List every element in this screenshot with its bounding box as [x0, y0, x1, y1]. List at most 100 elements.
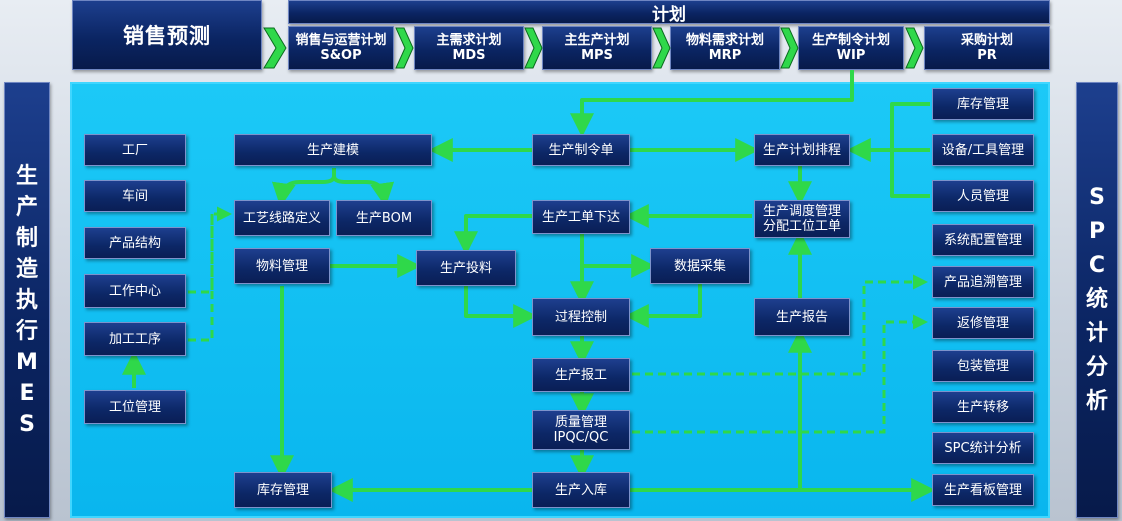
node-label: 生产建模 [306, 142, 359, 158]
node-production-modeling[interactable]: 生产建模 [234, 134, 432, 166]
plan-step-label: 物料需求计划 [685, 33, 764, 48]
node-routing-definition[interactable]: 工艺线路定义 [234, 200, 330, 236]
module-factory[interactable]: 工厂 [84, 134, 186, 166]
module-label: 人员管理 [956, 188, 1009, 204]
module-production-transfer[interactable]: 生产转移 [932, 391, 1034, 423]
plan-step-code: S&OP [320, 48, 362, 63]
module-label: 生产转移 [956, 399, 1009, 415]
chevron-right-icon [524, 27, 543, 69]
side-char: 计 [1085, 321, 1108, 346]
node-dispatch-management[interactable]: 生产调度管理 分配工位工单 [754, 200, 850, 238]
module-label: 设备/工具管理 [941, 142, 1025, 158]
module-production-kanban[interactable]: 生产看板管理 [932, 474, 1034, 506]
node-label: 工艺线路定义 [242, 210, 321, 226]
module-label: 加工工序 [108, 331, 161, 347]
plan-step-mps: 主生产计划 MPS [542, 26, 652, 70]
module-label: 产品结构 [108, 235, 161, 251]
module-label: 工厂 [121, 142, 148, 158]
node-material-management[interactable]: 物料管理 [234, 248, 330, 284]
chevron-right-icon [395, 27, 414, 69]
side-char: 产 [15, 194, 38, 220]
module-product-trace[interactable]: 产品追溯管理 [932, 266, 1034, 298]
node-production-feeding[interactable]: 生产投料 [416, 250, 516, 286]
node-label: 生产工单下达 [541, 209, 620, 225]
module-label: 系统配置管理 [943, 232, 1022, 248]
node-label: IPQC/QC [553, 430, 609, 445]
side-char: 造 [15, 256, 38, 282]
node-quality-management[interactable]: 质量管理 IPQC/QC [532, 410, 630, 450]
side-char: 分 [1085, 355, 1108, 380]
side-char: 制 [15, 225, 38, 251]
module-label: SPC统计分析 [944, 440, 1022, 456]
node-data-collection[interactable]: 数据采集 [650, 248, 750, 284]
side-char: S [19, 411, 35, 437]
node-label: 数据采集 [673, 258, 726, 274]
node-work-order-release[interactable]: 生产工单下达 [532, 200, 630, 234]
module-inventory[interactable]: 库存管理 [932, 88, 1034, 120]
plan-step-code: PR [977, 48, 997, 63]
module-packaging[interactable]: 包装管理 [932, 350, 1034, 382]
module-label: 生产看板管理 [943, 482, 1022, 498]
node-production-order[interactable]: 生产制令单 [532, 134, 630, 166]
chevron-right-icon [905, 27, 924, 69]
node-label: 库存管理 [256, 482, 309, 498]
module-product-structure[interactable]: 产品结构 [84, 227, 186, 259]
side-char: P [1088, 219, 1106, 244]
module-spc-analysis[interactable]: SPC统计分析 [932, 432, 1034, 464]
module-label: 工位管理 [108, 399, 161, 415]
plan-step-code: MPS [581, 48, 613, 63]
node-label: 生产报工 [554, 367, 607, 383]
side-char: 执 [15, 287, 38, 313]
module-label: 产品追溯管理 [943, 274, 1022, 290]
node-production-report[interactable]: 生产报告 [754, 298, 850, 336]
node-production-bom[interactable]: 生产BOM [336, 200, 432, 236]
node-inventory-management[interactable]: 库存管理 [234, 472, 332, 508]
side-char: S [1089, 185, 1105, 210]
dashed-operation-to-routing [188, 214, 214, 342]
module-repair[interactable]: 返修管理 [932, 307, 1034, 339]
module-label: 车间 [121, 188, 148, 204]
module-personnel[interactable]: 人员管理 [932, 180, 1034, 212]
plan-step-label: 生产制令计划 [811, 33, 890, 48]
node-label: 物料管理 [255, 258, 308, 274]
module-label: 库存管理 [956, 96, 1009, 112]
node-label: 生产报告 [775, 309, 828, 325]
plan-step-mrp: 物料需求计划 MRP [670, 26, 780, 70]
plan-step-label: 主需求计划 [436, 33, 502, 48]
module-system-config[interactable]: 系统配置管理 [932, 224, 1034, 256]
node-label: 生产计划排程 [762, 142, 841, 158]
plan-step-label: 采购计划 [960, 33, 1013, 48]
plan-step-label: 主生产计划 [564, 33, 630, 48]
module-label: 工作中心 [108, 283, 161, 299]
dashed-reportwork-to-trace [632, 274, 928, 376]
plan-step-code: WIP [836, 48, 866, 63]
node-production-schedule[interactable]: 生产计划排程 [754, 134, 850, 166]
chevron-right-icon [263, 27, 287, 69]
node-label: 生产调度管理 [762, 204, 841, 219]
plan-title: 计划 [652, 4, 686, 25]
side-char: E [19, 380, 35, 406]
side-char: M [16, 349, 38, 375]
node-process-control[interactable]: 过程控制 [532, 298, 630, 336]
node-work-reporting[interactable]: 生产报工 [532, 358, 630, 392]
dashed-quality-to-repair [632, 314, 928, 434]
sales-forecast-box: 销售预测 [72, 0, 262, 70]
plan-chevrons [263, 27, 924, 69]
dashed-workcenter-to-routing [188, 206, 232, 294]
node-label: 生产投料 [439, 260, 492, 276]
side-char: 统 [1085, 287, 1108, 312]
node-label: 质量管理 [554, 415, 607, 430]
module-operation[interactable]: 加工工序 [84, 322, 186, 356]
plan-step-mds: 主需求计划 MDS [414, 26, 524, 70]
plan-step-sop: 销售与运营计划 S&OP [288, 26, 394, 70]
side-char: 行 [15, 318, 38, 344]
module-workstation[interactable]: 工位管理 [84, 390, 186, 424]
module-work-center[interactable]: 工作中心 [84, 274, 186, 308]
arrow-data-to-process [624, 284, 702, 328]
module-workshop[interactable]: 车间 [84, 180, 186, 212]
brace-modeling-right [332, 175, 395, 208]
plan-step-code: MDS [452, 48, 486, 63]
node-production-inbound[interactable]: 生产入库 [532, 472, 630, 508]
module-equipment-tools[interactable]: 设备/工具管理 [932, 134, 1034, 166]
